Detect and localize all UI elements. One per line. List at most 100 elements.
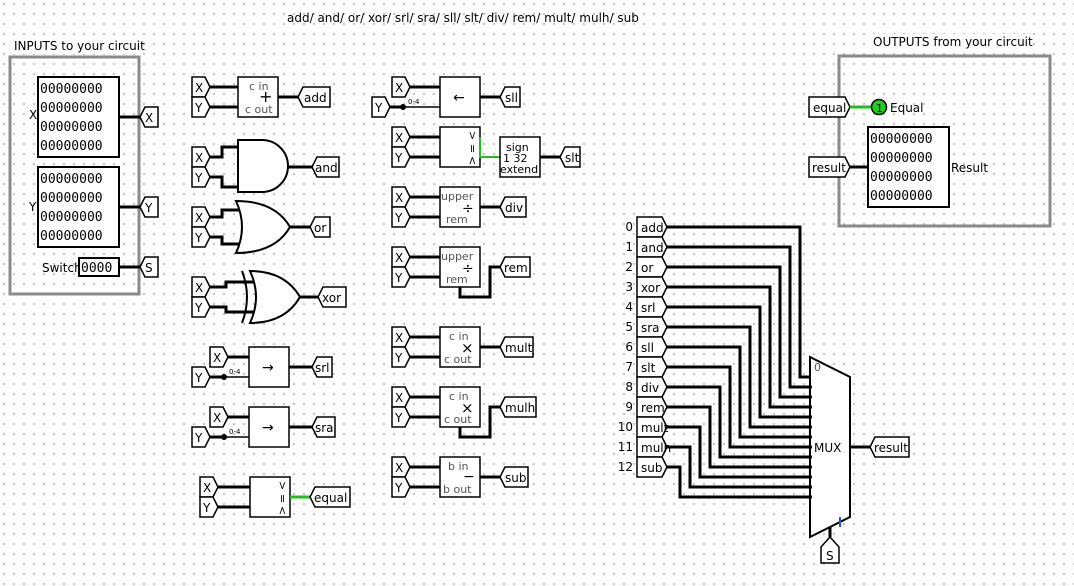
y-input-tunnel (191, 166, 211, 188)
mux-section: add0and1or2xor3srl4sra5sll6slt7div8rem9m… (618, 216, 910, 564)
slt-tunnel (559, 146, 581, 168)
mux-input-tunnel-xor (636, 276, 668, 298)
tunnel-text: Y (194, 171, 203, 185)
equal-tunnel (309, 486, 351, 508)
mux-input-tunnel-label: sub (641, 461, 662, 475)
y-input-tunnel (191, 296, 211, 318)
srl-tunnel (311, 356, 333, 378)
comparator-symbols: > = < (276, 481, 289, 515)
y-input-tunnel (191, 96, 211, 118)
tunnel-text: X (395, 391, 403, 405)
mux-input-dots (808, 385, 812, 499)
mux-input-tunnel-mult (636, 416, 668, 438)
mux-input-tunnel-label: div (641, 381, 659, 395)
s-select-tunnel (820, 535, 840, 564)
x-input-tunnel (391, 386, 411, 408)
x-bits-row: 00000000 (40, 139, 103, 154)
equal-output-label: Equal (890, 101, 924, 115)
lt-active-wire (479, 137, 500, 158)
input-wires (410, 395, 440, 419)
mux-input-tunnel-slt (636, 356, 668, 378)
x-input-tunnel (199, 476, 219, 498)
mux-input-tunnel-label: mult (641, 421, 669, 435)
mux-input-index: 9 (625, 400, 633, 414)
tunnel-text: X (395, 331, 403, 345)
mux-pin-dot (808, 485, 812, 489)
mux-input-tunnel-label: rem (641, 401, 665, 415)
operations-header: add/ and/ or/ xor/ srl/ sra/ sll/ slt/ d… (287, 11, 639, 25)
y-input-tunnel (391, 346, 411, 368)
tunnel-text: X (395, 461, 403, 475)
tunnel-text: X (195, 81, 203, 95)
mux-input-index: 8 (625, 380, 633, 394)
mux-input-wire (667, 305, 810, 419)
x-input-tunnel (391, 456, 411, 478)
x-input-tunnel (209, 346, 229, 368)
mux-input-wire (667, 285, 810, 409)
shift-left-icon: ← (453, 90, 465, 106)
mux-input-tunnel-label: srl (641, 301, 656, 315)
result-output-tunnel (808, 156, 851, 178)
or-gate-icon (234, 199, 292, 255)
sub-tunnel (499, 466, 529, 488)
tunnel-text: or (314, 221, 326, 235)
input-wires (210, 208, 244, 246)
mux-input-wire (667, 365, 810, 449)
result-output-pin (867, 126, 950, 208)
cmp-gt: > (466, 131, 479, 140)
sll-unit: X Y 0-4 ← sll (371, 76, 521, 118)
comparator-block (249, 476, 291, 518)
input-wires (210, 145, 238, 189)
mux-input-index: 0 (625, 220, 633, 234)
tunnel-text: Y (194, 101, 203, 115)
y-bits-row: 00000000 (40, 210, 103, 225)
adder-unit: X Y c in + c out add (191, 76, 331, 118)
y-input-tunnel (191, 226, 211, 248)
mux-pin-dot (808, 435, 812, 439)
xor-gate-icon (248, 269, 302, 325)
mulh-tunnel (499, 396, 537, 418)
inputs-frame (8, 55, 141, 296)
mult-unit: X Y c in × c out mult (391, 326, 534, 368)
xor-tunnel (317, 286, 347, 308)
rem-label: rem (446, 213, 468, 226)
slt-unit: X Y > = < sign 1 32 extend slt (391, 126, 581, 178)
x-input-pin[interactable] (37, 76, 120, 158)
x-input-tunnel (391, 76, 411, 98)
x-input-tunnel (391, 186, 411, 208)
mux-input-wire (667, 265, 810, 399)
x-input-tunnel (209, 406, 229, 428)
cmp-lt: < (276, 506, 289, 515)
mux-input-tunnel-sra (636, 316, 668, 338)
mux-pin-dot (808, 425, 812, 429)
y-input-tunnel (371, 96, 391, 118)
or-unit: X Y or (191, 199, 331, 255)
y-input-tunnel (191, 426, 211, 448)
outputs-frame (837, 54, 1052, 228)
tunnel-text: mult (505, 341, 533, 355)
input-wires (218, 485, 250, 509)
tunnel-text: X (195, 151, 203, 165)
mux-input-index: 11 (618, 440, 633, 454)
y-input-tunnel (391, 406, 411, 428)
tunnel-text: slt (565, 151, 580, 165)
tunnel-text: X (395, 131, 403, 145)
mux-input-tunnel-or (636, 256, 668, 278)
tunnel-text: Y (394, 481, 403, 495)
x-input-tunnel (191, 146, 211, 168)
xor-gate-back-curve (241, 270, 248, 324)
mux-input-tunnel-sub (636, 456, 668, 478)
mux-input-tunnel-and (636, 236, 668, 258)
mux-input-index: 4 (625, 300, 633, 314)
mux-pin-dot (808, 445, 812, 449)
rem-label: rem (446, 273, 468, 286)
switch-bits: 0000 (81, 261, 112, 276)
x-input-tunnel (191, 206, 211, 228)
y-input-pin[interactable] (37, 166, 120, 248)
tunnel-text: xor (322, 291, 341, 305)
divide-icon: ÷ (462, 201, 474, 217)
tunnel-text: Y (394, 151, 403, 165)
s-tunnel-label: S (145, 261, 153, 275)
carry-in-label: c in (449, 330, 469, 343)
minus-icon: − (463, 469, 475, 485)
